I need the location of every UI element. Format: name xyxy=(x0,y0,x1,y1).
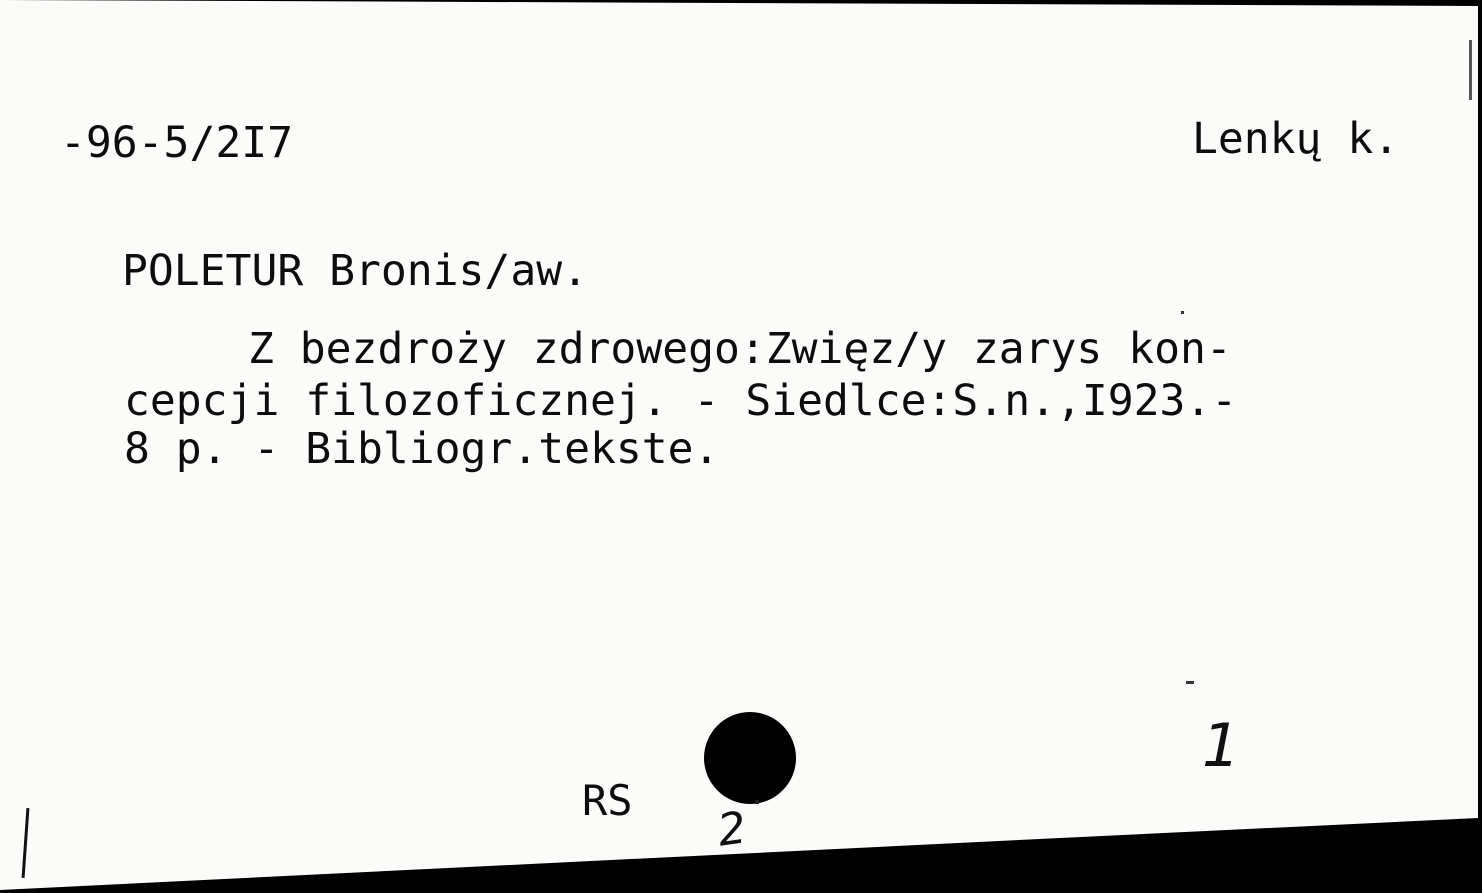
copy-number: 1 xyxy=(1202,711,1241,781)
call-number: -96-5/2I7 xyxy=(60,118,293,168)
scan-speck xyxy=(1469,40,1472,100)
pencil-mark xyxy=(21,807,30,879)
scan-speck xyxy=(1181,311,1184,314)
author-heading: POLETUR Bronis/aw. xyxy=(122,246,588,296)
description-line: 8 p. - Bibliogr.tekste. xyxy=(124,424,720,474)
description-line: cepcji filozoficznej. - Siedlce:S.n.,I92… xyxy=(124,376,1238,426)
description-line: Z bezdroży zdrowego:Zwięz/y zarys kon- xyxy=(248,324,1232,374)
scan-speck xyxy=(755,800,759,804)
location-label: Lenkų k. xyxy=(1192,114,1400,164)
rs-stamp: RS xyxy=(582,776,633,825)
punch-hole xyxy=(704,712,796,804)
scan-speck xyxy=(1186,681,1194,684)
handwritten-number: 2 xyxy=(714,802,750,857)
